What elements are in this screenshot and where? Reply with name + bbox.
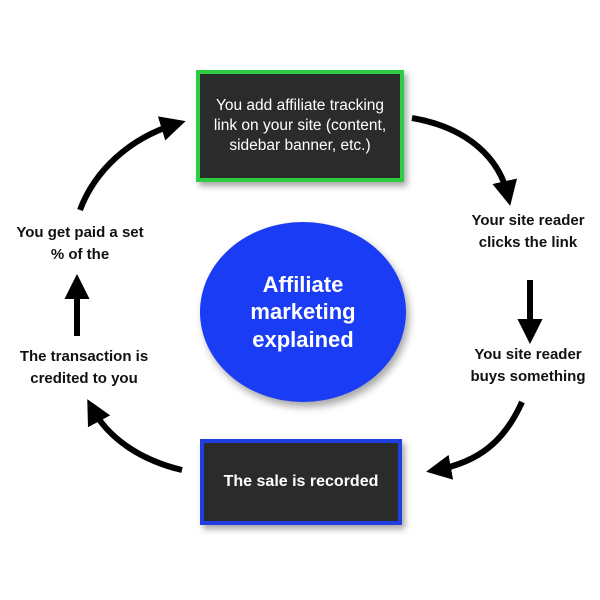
step-reader-buys: You site reader buys something: [458, 344, 598, 388]
arrow-buy-to-sale: [426, 400, 525, 480]
step-add-affiliate-link-text: You add affiliate tracking link on your …: [213, 96, 387, 155]
step-transaction-credited: The transaction is credited to you: [4, 346, 164, 390]
step-get-paid: You get paid a set % of the: [10, 222, 150, 266]
center-title-circle: Affiliate marketing explained: [200, 222, 406, 402]
arrow-add-to-click: [411, 115, 518, 206]
step-add-affiliate-link: You add affiliate tracking link on your …: [196, 70, 404, 182]
center-title: Affiliate marketing explained: [250, 271, 356, 352]
step-reader-clicks-text: Your site reader clicks the link: [471, 212, 585, 251]
arrow-paid-to-add: [77, 116, 186, 212]
step-transaction-credited-text: The transaction is credited to you: [19, 348, 149, 387]
step-sale-recorded-text: The sale is recorded: [223, 472, 379, 490]
arrow-sale-to-credit: [87, 399, 183, 473]
step-reader-buys-text: You site reader buys something: [470, 346, 586, 385]
step-get-paid-text: You get paid a set % of the: [16, 224, 144, 263]
step-sale-recorded: The sale is recorded: [200, 439, 402, 525]
step-reader-clicks: Your site reader clicks the link: [460, 210, 596, 254]
